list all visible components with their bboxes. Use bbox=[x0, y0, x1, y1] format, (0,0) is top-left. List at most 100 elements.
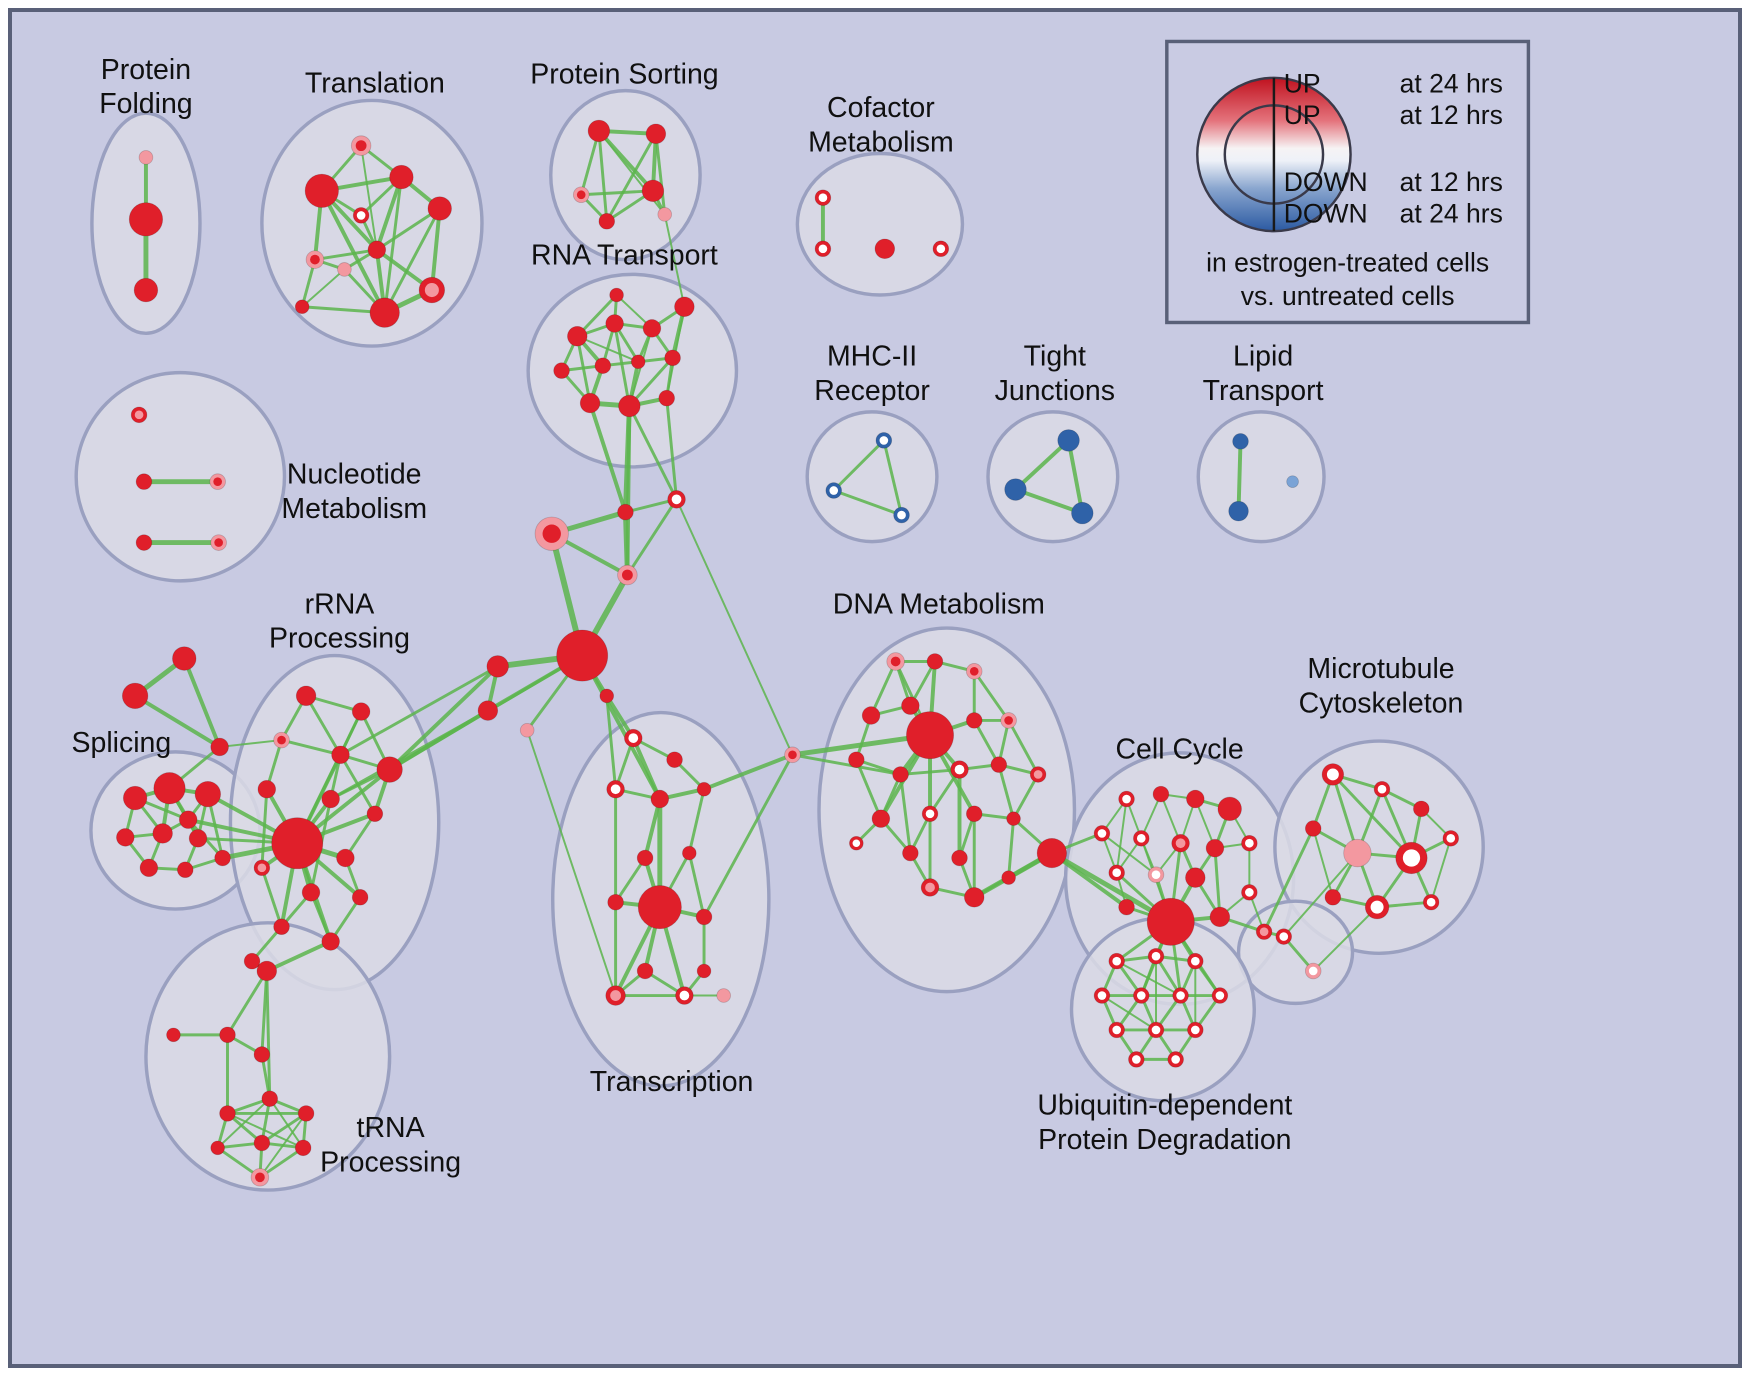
network-edge bbox=[869, 659, 898, 717]
node-outer-ring bbox=[1152, 785, 1170, 803]
network-node bbox=[667, 490, 686, 509]
network-node bbox=[250, 1168, 270, 1187]
cluster-label-tight-junctions: Junctions bbox=[995, 375, 1115, 407]
node-inner-core bbox=[829, 486, 839, 495]
network-node bbox=[1118, 790, 1135, 808]
network-node bbox=[1187, 952, 1204, 970]
legend-time-label: at 12 hrs bbox=[1400, 167, 1503, 197]
network-node bbox=[376, 756, 403, 783]
network-node bbox=[366, 805, 384, 823]
network-node bbox=[1185, 867, 1206, 888]
node-inner-core bbox=[1402, 849, 1421, 867]
network-node bbox=[951, 849, 968, 867]
network-edge bbox=[387, 664, 500, 772]
network-node bbox=[598, 213, 616, 230]
network-node bbox=[901, 696, 920, 715]
node-layer bbox=[116, 119, 1460, 1187]
network-edge bbox=[313, 248, 379, 262]
network-node bbox=[1118, 898, 1135, 916]
node-outer-ring bbox=[519, 722, 535, 738]
node-outer-ring bbox=[1146, 897, 1195, 946]
network-node bbox=[271, 817, 324, 870]
network-node bbox=[1004, 478, 1027, 501]
network-node bbox=[294, 299, 310, 315]
network-node bbox=[1147, 1021, 1165, 1039]
cluster-label-dna-metabolism: DNA Metabolism bbox=[833, 588, 1045, 620]
node-outer-ring bbox=[695, 908, 713, 926]
network-node bbox=[1286, 475, 1299, 488]
legend-direction-label: DOWN bbox=[1284, 167, 1368, 197]
node-outer-ring bbox=[618, 394, 641, 418]
network-edge bbox=[790, 753, 903, 776]
node-outer-ring bbox=[219, 1105, 236, 1122]
node-outer-ring bbox=[139, 858, 159, 878]
node-outer-ring bbox=[1036, 837, 1067, 869]
node-outer-ring bbox=[1057, 429, 1080, 452]
network-node bbox=[1093, 987, 1111, 1004]
network-edge bbox=[1430, 837, 1452, 904]
network-edge bbox=[526, 729, 617, 997]
legend-time-label: at 24 hrs bbox=[1400, 69, 1503, 99]
network-edge bbox=[614, 736, 635, 791]
network-node bbox=[1147, 866, 1165, 883]
node-outer-ring bbox=[1217, 796, 1242, 822]
node-outer-ring bbox=[301, 883, 321, 902]
network-node bbox=[1187, 1021, 1204, 1039]
node-outer-ring bbox=[188, 829, 208, 848]
network-node bbox=[875, 432, 893, 449]
network-node bbox=[178, 810, 198, 829]
cluster-label-tight-junctions: Tight bbox=[1024, 341, 1086, 373]
cluster-label-transcription: Transcription bbox=[590, 1066, 754, 1098]
network-node bbox=[351, 702, 371, 721]
network-node bbox=[1171, 834, 1190, 853]
node-outer-ring bbox=[138, 150, 154, 165]
network-edge bbox=[663, 213, 686, 308]
node-inner-core bbox=[1426, 897, 1436, 907]
node-outer-ring bbox=[951, 849, 968, 867]
network-edge bbox=[319, 188, 387, 315]
node-inner-core bbox=[356, 211, 366, 220]
node-outer-ring bbox=[477, 700, 499, 721]
node-outer-ring bbox=[166, 1027, 181, 1043]
node-inner-core bbox=[1136, 991, 1146, 1000]
network-edge bbox=[260, 1111, 308, 1145]
cluster-mhc-ii-receptor bbox=[805, 410, 939, 544]
cluster-label-ubiquitin-degradation: Protein Degradation bbox=[1038, 1124, 1291, 1156]
legend-direction-label: UP bbox=[1284, 100, 1321, 130]
network-node bbox=[336, 848, 355, 868]
network-node bbox=[658, 389, 675, 407]
network-node bbox=[990, 756, 1008, 773]
network-node bbox=[321, 932, 340, 951]
network-node bbox=[650, 789, 670, 809]
node-outer-ring bbox=[210, 737, 229, 757]
network-node bbox=[219, 1026, 236, 1044]
node-outer-ring bbox=[990, 756, 1008, 773]
network-node bbox=[1029, 766, 1047, 783]
network-node bbox=[906, 711, 954, 760]
node-inner-core bbox=[310, 254, 320, 265]
network-edge bbox=[1140, 793, 1162, 840]
network-node bbox=[331, 745, 350, 765]
node-inner-core bbox=[1175, 838, 1186, 849]
network-edge bbox=[579, 129, 601, 197]
network-node bbox=[321, 789, 340, 809]
network-node bbox=[519, 722, 535, 738]
node-outer-ring bbox=[294, 1139, 312, 1157]
node-outer-ring bbox=[133, 277, 159, 303]
network-edge bbox=[625, 404, 632, 577]
network-node bbox=[122, 785, 148, 811]
network-edge bbox=[375, 207, 442, 252]
node-inner-core bbox=[671, 494, 682, 505]
network-node bbox=[594, 357, 612, 374]
node-outer-ring bbox=[1228, 500, 1249, 522]
network-edge bbox=[928, 768, 961, 816]
node-inner-core bbox=[628, 733, 639, 743]
node-outer-ring bbox=[587, 119, 611, 143]
network-node bbox=[965, 805, 983, 823]
network-node bbox=[1186, 789, 1205, 809]
network-node bbox=[932, 240, 950, 258]
node-outer-ring bbox=[1324, 889, 1342, 906]
network-edge bbox=[687, 787, 706, 855]
network-node bbox=[257, 779, 277, 799]
